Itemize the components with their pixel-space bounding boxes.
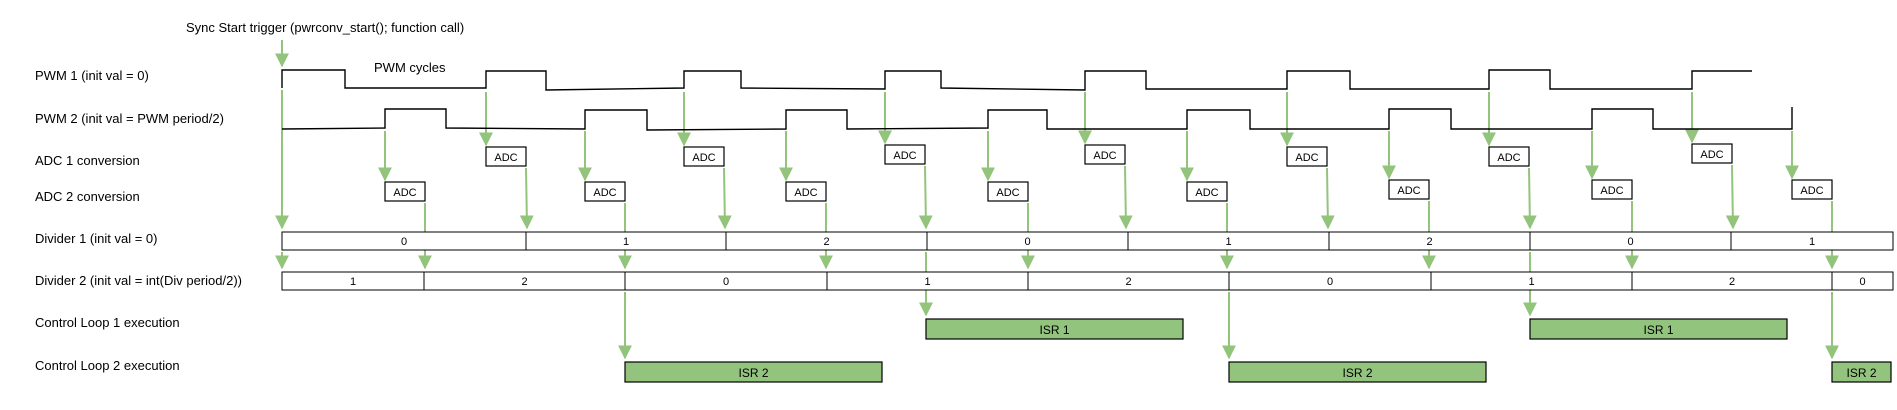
arrow [918, 165, 933, 230]
isr1-box [925, 318, 1184, 340]
adc1-box [884, 144, 926, 165]
divider2-cell-value: 0 [1859, 276, 1865, 288]
adc2-label: ADC [1195, 187, 1218, 199]
divider1-cell-value: 0 [1024, 236, 1030, 248]
divider1-cell-value: 0 [401, 236, 407, 248]
row-label-pwm2: PWM 2 (init val = PWM period/2) [35, 111, 224, 126]
divider2-cell [1831, 271, 1894, 291]
divider2-cell-value: 1 [924, 276, 930, 288]
adc1-label: ADC [494, 152, 517, 164]
isr1-label: ISR 1 [1039, 323, 1069, 337]
adc1-label: ADC [692, 152, 715, 164]
divider1-cell-value: 0 [1627, 236, 1633, 248]
boxes-layer: 0 1 2 0 1 2 0 1 1 2 0 1 2 0 1 2 0 ADC ADC ADC ADC ADC ADC ADC AD… [281, 143, 1894, 383]
adc2-box [785, 181, 827, 202]
isr2-box [624, 361, 883, 383]
divider1-cell [1730, 231, 1894, 251]
adc2-label: ADC [1600, 185, 1623, 197]
arrow [519, 167, 534, 230]
row-label-pwm1: PWM 1 (init val = 0) [35, 68, 149, 83]
adc2-box [384, 181, 426, 202]
adc2-box [987, 181, 1029, 202]
divider2-cell-value: 2 [1125, 276, 1131, 288]
arrow [1320, 167, 1335, 230]
adc1-box [1286, 146, 1328, 167]
adc2-box [1791, 179, 1833, 200]
row-label-loop1: Control Loop 1 execution [35, 315, 180, 330]
adc1-label: ADC [1295, 152, 1318, 164]
adc2-label: ADC [1397, 185, 1420, 197]
adc2-label: ADC [1800, 185, 1823, 197]
adc2-box [1591, 179, 1633, 200]
divider2-cell-value: 0 [723, 276, 729, 288]
isr2-box [1831, 361, 1892, 383]
pwm-cycles-label: PWM cycles [374, 60, 446, 75]
arrow [1118, 165, 1133, 230]
row-label-divider2: Divider 2 (init val = int(Div period/2)) [35, 273, 242, 288]
row-label-adc2: ADC 2 conversion [35, 189, 140, 204]
adc1-box [1691, 143, 1733, 164]
adc1-label: ADC [893, 150, 916, 162]
adc2-box [584, 181, 626, 202]
adc1-box [1084, 144, 1126, 165]
adc1-label: ADC [1093, 150, 1116, 162]
adc2-label: ADC [996, 187, 1019, 199]
isr1-label: ISR 1 [1643, 323, 1673, 337]
pwm2-waveform [281, 107, 1793, 131]
divider2-cell-value: 1 [1528, 276, 1534, 288]
arrows-layer [275, 40, 1839, 360]
divider1-cell-value: 2 [823, 236, 829, 248]
divider2-cell-value: 1 [350, 276, 356, 288]
arrow [1522, 167, 1537, 230]
divider2-cell-value: 0 [1327, 276, 1333, 288]
divider2-cell-value: 2 [1729, 276, 1735, 288]
isr2-label: ISR 2 [738, 366, 768, 380]
isr2-label: ISR 2 [1846, 366, 1876, 380]
pwm1-waveform [281, 69, 1752, 91]
divider2-cell-value: 2 [521, 276, 527, 288]
divider1-cell-value: 2 [1426, 236, 1432, 248]
adc1-box [683, 146, 725, 167]
adc1-box [485, 146, 527, 167]
adc2-label: ADC [593, 187, 616, 199]
divider1-cell-value: 1 [1225, 236, 1231, 248]
arrow [1725, 164, 1740, 230]
trigger-label: Sync Start trigger (pwrconv_start(); fun… [186, 20, 464, 35]
adc2-label: ADC [794, 187, 817, 199]
row-label-adc1: ADC 1 conversion [35, 153, 140, 168]
isr2-box [1228, 361, 1487, 383]
divider1-cell-value: 1 [1809, 236, 1815, 248]
waveforms-layer [281, 69, 1793, 131]
adc1-box [1488, 146, 1530, 167]
row-label-loop2: Control Loop 2 execution [35, 358, 180, 373]
adc1-label: ADC [1497, 152, 1520, 164]
row-label-divider1: Divider 1 (init val = 0) [35, 231, 157, 246]
adc2-box [1388, 179, 1430, 200]
adc1-label: ADC [1700, 149, 1723, 161]
adc2-box [1186, 181, 1228, 202]
isr2-label: ISR 2 [1342, 366, 1372, 380]
adc2-label: ADC [393, 187, 416, 199]
arrow [717, 167, 732, 230]
divider1-cell-value: 1 [623, 236, 629, 248]
isr1-box [1529, 318, 1788, 340]
